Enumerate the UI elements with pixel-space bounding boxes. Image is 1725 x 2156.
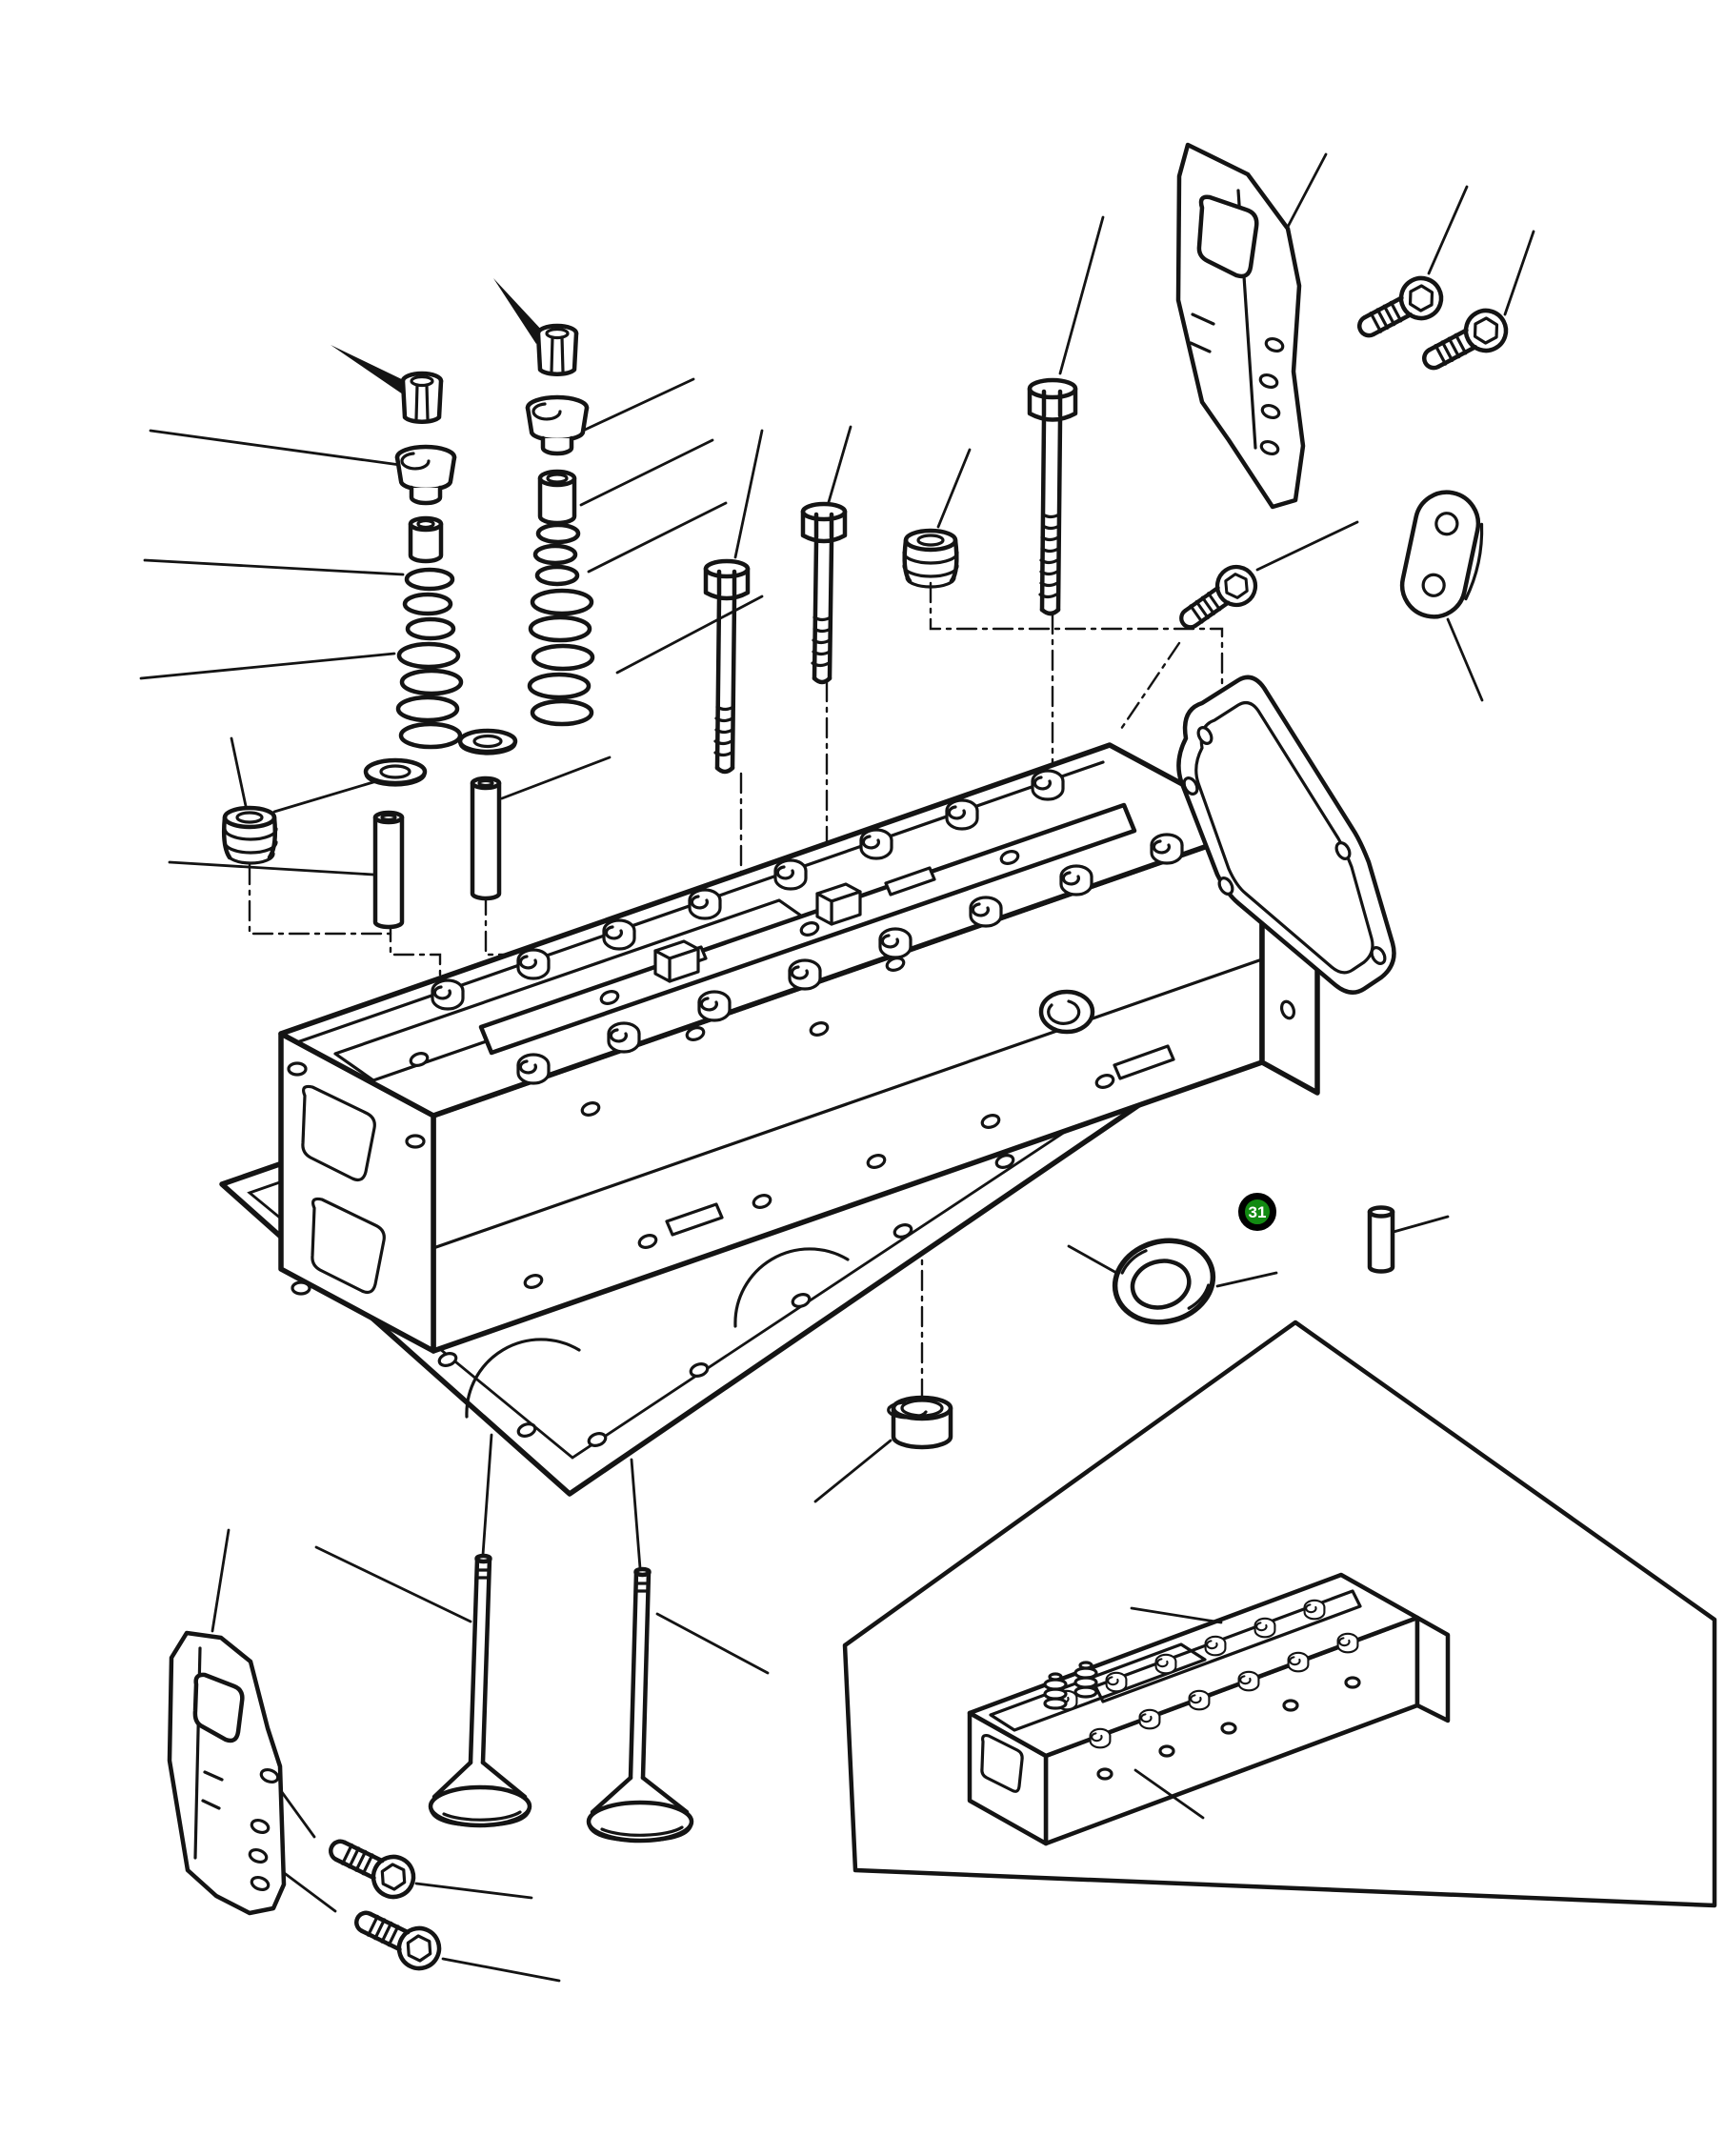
valve-guide-left bbox=[372, 810, 405, 930]
spring-washer-left bbox=[363, 757, 428, 787]
valve-guide-right bbox=[470, 776, 502, 901]
dowel-pin bbox=[1367, 1205, 1395, 1274]
head-bolt-1 bbox=[703, 558, 751, 775]
valve-spring-inner-right bbox=[532, 522, 581, 587]
lifting-bracket-bottom bbox=[167, 1630, 287, 1916]
cup-plug-left bbox=[221, 805, 278, 865]
part-badge-number: 31 bbox=[1249, 1203, 1267, 1221]
valve-right bbox=[586, 1566, 694, 1844]
valve-stem-seal-right bbox=[537, 469, 577, 526]
link-plate bbox=[1399, 490, 1484, 619]
lifting-bracket-top bbox=[1175, 142, 1306, 510]
inset-box bbox=[842, 1320, 1717, 1908]
spring-washer-right bbox=[457, 728, 518, 756]
valve-left bbox=[428, 1553, 532, 1828]
valve-collet-left bbox=[400, 371, 444, 425]
water-outlet-gasket bbox=[1176, 675, 1396, 995]
collet-pointer-wedges bbox=[331, 278, 545, 396]
head-bolt-2 bbox=[800, 501, 848, 685]
valve-spring-outer-right bbox=[527, 588, 595, 727]
valve-spring-left bbox=[395, 567, 464, 750]
head-bolt-3-long bbox=[1027, 377, 1078, 616]
valve-stem-seal-left bbox=[408, 515, 444, 564]
seal-ring bbox=[1112, 1238, 1216, 1325]
screw-plug bbox=[902, 528, 959, 589]
cylinder-head bbox=[278, 742, 1320, 1354]
inset-leader-lines bbox=[1130, 1606, 1223, 1820]
spring-retainer-right bbox=[525, 394, 590, 456]
part-badge[interactable]: 31 bbox=[1238, 1193, 1276, 1231]
valve-collet-right bbox=[535, 323, 579, 377]
part-badge-ring bbox=[1238, 1193, 1276, 1231]
inset-assembled-head bbox=[967, 1572, 1451, 1846]
leader-lines bbox=[139, 152, 1535, 1983]
cup-plug-bottom bbox=[887, 1395, 953, 1450]
spring-retainer-left bbox=[394, 444, 457, 506]
